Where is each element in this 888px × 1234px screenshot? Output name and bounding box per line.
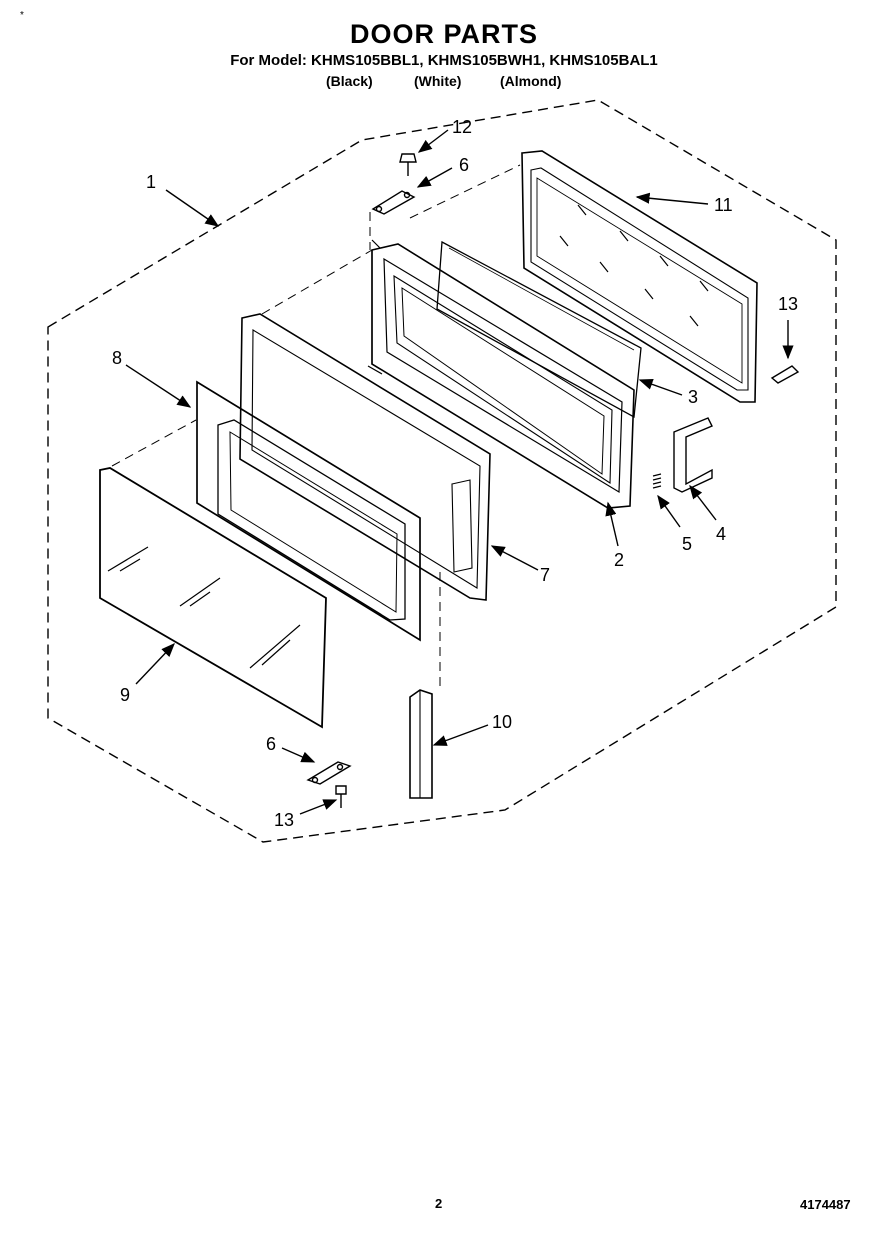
part-6-hinge-top (371, 190, 416, 215)
part-12-screw (399, 153, 417, 176)
callout-5: 5 (682, 534, 692, 554)
callout-11: 11 (714, 195, 733, 215)
model-list: For Model: KHMS105BBL1, KHMS105BWH1, KHM… (230, 52, 658, 69)
document-number: 4174487 (800, 1197, 851, 1212)
callout-9: 9 (120, 685, 130, 705)
leader-lines (125, 129, 794, 815)
part-3-panel (436, 240, 642, 419)
part-2-inner-door (367, 239, 635, 509)
page-number: 2 (435, 1196, 443, 1211)
callout-4: 4 (716, 524, 726, 544)
part-9-outer-panel (99, 467, 327, 729)
callout-6-top: 6 (459, 155, 469, 175)
callout-12: 12 (452, 117, 472, 137)
callout-6-bottom: 6 (266, 734, 276, 754)
part-13-screw-right (770, 365, 800, 384)
part-6-hinge-bottom (306, 761, 352, 785)
callout-7: 7 (540, 565, 550, 585)
part-13-screw-bottom (335, 785, 347, 808)
callout-13-right: 13 (778, 294, 798, 314)
page-title: DOOR PARTS (349, 19, 538, 49)
corner-mark: * (20, 10, 24, 21)
part-8-front-frame (196, 380, 421, 642)
part-11-choke-frame (521, 150, 758, 403)
callout-13-bottom: 13 (274, 810, 294, 830)
part-5-spring (652, 473, 662, 489)
callout-1: 1 (146, 172, 156, 192)
color-white: (White) (414, 73, 462, 89)
part-7-mid-frame (239, 313, 491, 601)
callout-3: 3 (688, 387, 698, 407)
alignment-lines (111, 164, 521, 690)
part-10-strip (409, 689, 433, 799)
callout-2: 2 (614, 550, 624, 570)
part-4-latch (673, 417, 713, 493)
color-almond: (Almond) (500, 73, 562, 89)
color-black: (Black) (326, 73, 373, 89)
callout-8: 8 (112, 348, 122, 368)
callout-10: 10 (492, 712, 512, 732)
